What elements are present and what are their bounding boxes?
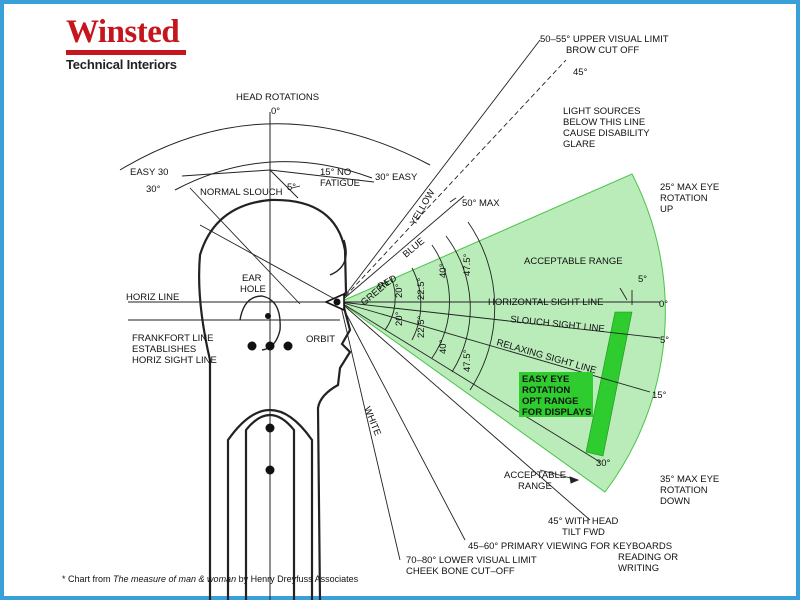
label-blue: BLUE [401, 236, 427, 260]
easy-eye-label-bg [519, 372, 593, 417]
label-frankfort-1: FRANKFORT LINE [132, 333, 213, 344]
label-max-eye-up-2: ROTATION [660, 193, 708, 204]
winsted-logo: Winsted Technical Interiors [66, 14, 190, 72]
label-45: 45° [573, 67, 588, 78]
label-max-eye-up-1: 25° MAX EYE [660, 182, 719, 193]
label-angle-40-a: 40° [438, 263, 449, 278]
label-zero-top: 0° [271, 106, 280, 117]
label-angle-20-b: 20° [394, 311, 405, 326]
label-frankfort-2: ESTABLISHES [132, 344, 196, 355]
label-light-sources-3: CAUSE DISABILITY [563, 128, 650, 139]
label-head-tilt-1: 45° WITH HEAD [548, 516, 618, 527]
label-easy-30: EASY 30 [130, 167, 168, 178]
label-5-right-2: 5° [660, 335, 669, 346]
brand-subtitle: Technical Interiors [66, 57, 177, 72]
label-easy-eye-3: OPT RANGE [522, 396, 578, 407]
label-frankfort-3: HORIZ SIGHT LINE [132, 355, 217, 366]
easy-eye-rotation-band [585, 311, 633, 457]
label-horizontal-sight-line: HORIZONTAL SIGHT LINE [488, 297, 603, 308]
label-brow-cut-off: BROW CUT OFF [566, 45, 639, 56]
label-5-head: 5° [287, 182, 296, 193]
label-white: WHITE [361, 405, 383, 438]
label-hole: HOLE [240, 284, 266, 295]
label-angle-475-b: 47.5° [462, 350, 473, 372]
label-lower-limit-2: CHEEK BONE CUT–OFF [406, 566, 515, 577]
color-field-arcs [384, 221, 496, 391]
label-15-no: 15° NO [320, 167, 351, 178]
label-30-easy: 30° EASY [375, 172, 418, 183]
label-horiz-line: HORIZ LINE [126, 292, 179, 303]
label-acceptable-range-bottom-2: RANGE [518, 481, 552, 492]
label-max-eye-down-3: DOWN [660, 496, 690, 507]
label-angle-225-b: 22.5° [416, 316, 427, 338]
footnote-title: The measure of man & woman [113, 574, 237, 584]
footnote-prefix: * Chart from [62, 574, 114, 584]
label-primary-viewing-3: WRITING [618, 563, 659, 574]
label-50-max: 50° MAX [462, 198, 500, 209]
footnote: * Chart from The measure of man & woman … [62, 574, 358, 584]
label-light-sources-4: GLARE [563, 139, 595, 150]
label-orbit: ORBIT [306, 334, 335, 345]
label-max-eye-down-2: ROTATION [660, 485, 708, 496]
label-easy-eye-2: ROTATION [522, 385, 570, 396]
label-primary-viewing-2: READING OR [618, 552, 678, 563]
eye-marker [324, 292, 345, 312]
label-lower-limit-1: 70–80° LOWER VISUAL LIMIT [406, 555, 537, 566]
label-angle-40-b: 40° [438, 339, 449, 354]
label-primary-viewing-1: 45–60° PRIMARY VIEWING FOR KEYBOARDS [468, 541, 672, 552]
brand-name: Winsted [66, 14, 180, 50]
label-easy-eye-1: EASY EYE [522, 374, 569, 385]
label-head-tilt-2: TILT FWD [562, 527, 605, 538]
label-0-right: 0° [659, 299, 668, 310]
label-light-sources-2: BELOW THIS LINE [563, 117, 645, 128]
label-fatigue: FATIGUE [320, 178, 360, 189]
head-silhouette [198, 198, 352, 600]
label-30-bottom: 30° [596, 458, 611, 469]
label-15: 15° [652, 390, 667, 401]
head-rotation-arcs [119, 112, 431, 600]
label-5-right: 5° [638, 274, 647, 285]
arrows [291, 185, 633, 484]
label-acceptable-range-bottom-1: ACCEPTABLE [504, 470, 566, 481]
brand-rule [66, 50, 186, 55]
label-acceptable-range-top: ACCEPTABLE RANGE [524, 256, 623, 267]
label-ear: EAR [242, 273, 262, 284]
label-angle-475-a: 47.5° [462, 254, 473, 276]
label-max-eye-down-1: 35° MAX EYE [660, 474, 719, 485]
label-30-left: 30° [146, 184, 161, 195]
label-head-rotations: HEAD ROTATIONS [236, 92, 319, 103]
label-light-sources-1: LIGHT SOURCES [563, 106, 640, 117]
footnote-suffix: by Henry Dreyfuss Associates [236, 574, 359, 584]
label-max-eye-up-3: UP [660, 204, 673, 215]
label-easy-eye-4: FOR DISPLAYS [522, 407, 591, 418]
joint-markers [247, 313, 293, 475]
label-upper-limit: 50–55° UPPER VISUAL LIMIT [540, 34, 669, 45]
label-normal-slouch: NORMAL SLOUCH [200, 187, 283, 198]
sight-lines [128, 39, 661, 561]
label-angle-225-a: 22.5° [416, 278, 427, 300]
label-angle-20-a: 20° [394, 283, 405, 298]
